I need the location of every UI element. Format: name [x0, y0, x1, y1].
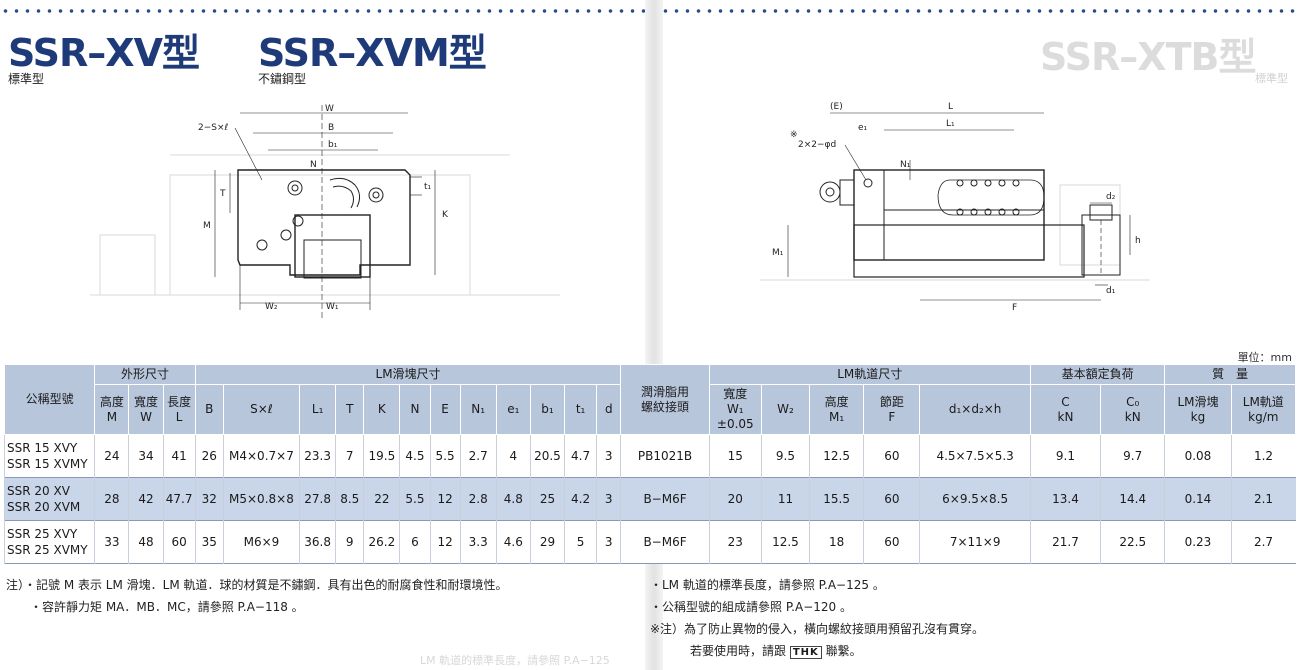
- hdr-d: d: [596, 384, 622, 435]
- unit-label: 單位：mm: [1237, 351, 1292, 364]
- title-xvm: SSR–XVM型: [258, 31, 487, 75]
- hdr-S: S×ℓ: [222, 384, 301, 435]
- hdr-outer: 外形尺寸: [94, 364, 196, 385]
- notes-right: ・LM 軌道的標準長度，請參照 P.A−125 。 ・公稱型號的組成請參照 P.…: [650, 574, 984, 664]
- title-xv: SSR–XV型: [8, 31, 200, 75]
- hdr-rail: LM軌道尺寸: [708, 364, 1031, 385]
- page-gutter: [645, 0, 663, 670]
- dim-t1: t₁: [424, 182, 432, 192]
- hdr-L1: L₁: [299, 384, 337, 435]
- dim-h: h: [1135, 236, 1141, 246]
- note-foreign-matter: ※注）為了防止異物的侵入，橫向螺紋接頭用預留孔沒有貫穿。: [650, 622, 985, 636]
- hdr-d123: d₁×d₂×h: [919, 384, 1031, 435]
- notes-left: 注）・記號 M 表示 LM 滑塊．LM 軌道．球的材質是不鏽鋼．具有出色的耐腐食…: [6, 574, 508, 618]
- dim-d2: d₂: [1106, 192, 1116, 202]
- subtitle-stainless: 不鏽鋼型: [258, 72, 307, 86]
- dim-T: T: [219, 189, 226, 199]
- dim-B: B: [328, 123, 334, 133]
- note-mark: ※: [790, 130, 798, 140]
- dim-M1: M₁: [772, 248, 784, 258]
- hdr-B: B: [194, 384, 224, 435]
- dim-L1: L₁: [946, 119, 955, 129]
- hdr-T: T: [335, 384, 365, 435]
- subtitle-standard: 標準型: [8, 72, 45, 86]
- dim-b1: b₁: [328, 140, 338, 150]
- hdr-model: 公稱型號: [3, 364, 96, 435]
- side-view-drawing: (E) L L₁ e₁ ※ 2×2−φd N₁ d₂ h M₁ d₁ F: [760, 102, 1150, 313]
- dim-F: F: [1012, 303, 1017, 313]
- hdr-N: N: [399, 384, 431, 435]
- dim-phi-d: 2×2−φd: [798, 140, 836, 150]
- note-moment: ・容許靜力矩 MA．MB．MC，請參照 P.A−118 。: [30, 600, 304, 614]
- dim-M: M: [203, 221, 211, 231]
- dim-E: (E): [830, 102, 843, 112]
- hdr-grease: 潤滑脂用螺紋接頭: [620, 364, 710, 435]
- note-contact: 若要使用時，請跟 THK 聯繫。: [690, 644, 862, 659]
- hdr-N1: N₁: [459, 384, 497, 435]
- hdr-mass: 質 量: [1164, 364, 1296, 385]
- dim-e1: e₁: [858, 123, 868, 133]
- cross-section-drawing: W B b₁ 2−S×ℓ N t₁ T K M W₂ W₁: [90, 104, 560, 320]
- hdr-K: K: [363, 384, 401, 435]
- dim-N1: N₁: [900, 160, 911, 170]
- thk-logo: THK: [789, 646, 822, 659]
- hdr-load: 基本額定負荷: [1029, 364, 1166, 385]
- spec-table: 公稱型號 外形尺寸 LM滑塊尺寸 潤滑脂用螺紋接頭 LM軌道尺寸 基本額定負荷 …: [3, 364, 1297, 564]
- ghost-subtitle: 標準型: [1255, 72, 1288, 85]
- ghost-title: SSR–XTB型: [1040, 35, 1256, 79]
- note-material: 注）・記號 M 表示 LM 滑塊．LM 軌道．球的材質是不鏽鋼．具有出色的耐腐食…: [6, 578, 508, 592]
- note-model-composition: ・公稱型號的組成請參照 P.A−120 。: [650, 600, 852, 614]
- hdr-b1: b₁: [529, 384, 566, 435]
- dim-W1: W₁: [326, 302, 339, 312]
- ghost-footer: LM 軌道的標準長度，請參照 P.A−125: [420, 654, 610, 667]
- dim-N: N: [310, 160, 317, 170]
- dim-SxL: 2−S×ℓ: [198, 123, 228, 133]
- dim-W2: W₂: [265, 302, 278, 312]
- hdr-W2: W₂: [760, 384, 811, 435]
- dim-L: L: [948, 102, 953, 112]
- hdr-block: LM滑塊尺寸: [194, 364, 622, 385]
- hdr-e1: e₁: [495, 384, 531, 435]
- dim-K: K: [442, 210, 449, 220]
- dim-d1: d₁: [1106, 286, 1116, 296]
- hdr-t1: t₁: [564, 384, 598, 435]
- dim-W: W: [325, 104, 334, 114]
- hdr-E: E: [429, 384, 461, 435]
- note-rail-length: ・LM 軌道的標準長度，請參照 P.A−125 。: [650, 578, 885, 592]
